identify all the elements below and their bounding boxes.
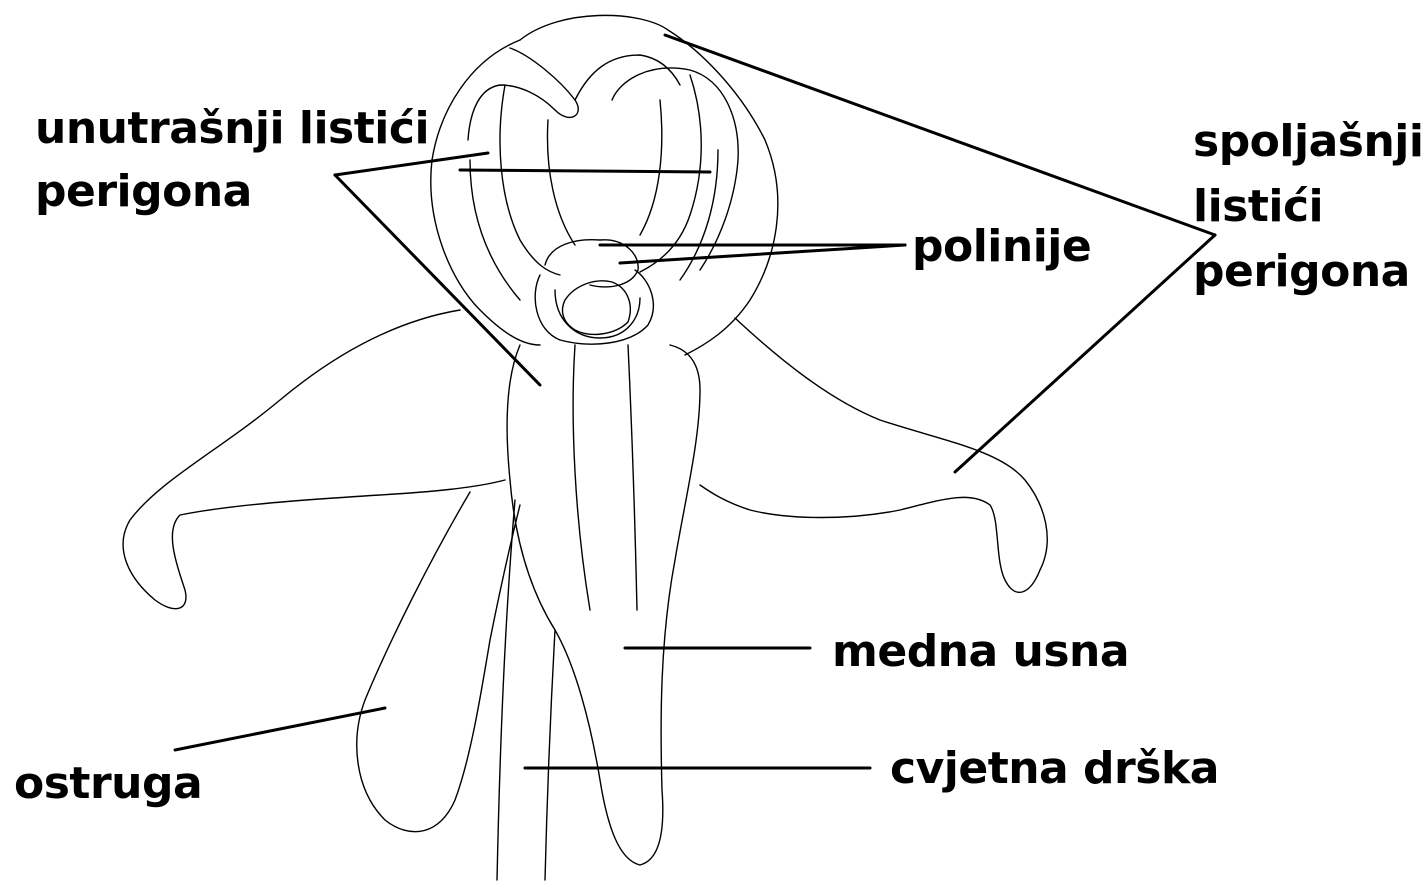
leader-inner-tepals-lower xyxy=(335,175,540,385)
label-outer-tepals-line1: spoljašnji xyxy=(1193,113,1423,171)
label-inner-tepals-line1: unutrašnji listići xyxy=(35,100,429,158)
label-lip: medna usna xyxy=(832,623,1129,681)
label-pedicel: cvjetna drška xyxy=(890,740,1219,798)
spur-outline xyxy=(357,492,520,832)
hood-rim-middle xyxy=(575,55,680,100)
label-spur: ostruga xyxy=(14,755,202,813)
label-pollinia: polinije xyxy=(912,218,1091,276)
label-outer-tepals-line3: perigona xyxy=(1193,243,1410,301)
leader-pollinia-2 xyxy=(620,245,905,263)
label-inner-tepals-line2: perigona xyxy=(35,163,252,221)
leader-outer-tepals-upper xyxy=(665,35,1215,235)
pedicel-left xyxy=(497,500,515,880)
dorsal-sepal xyxy=(520,15,778,355)
petal-right-vein xyxy=(640,100,662,235)
stigma xyxy=(562,281,630,335)
petal-left-vein-2 xyxy=(470,160,520,300)
label-outer-tepals-line2: listići xyxy=(1193,178,1323,236)
leader-inner-tepals-mid xyxy=(460,170,710,172)
labellum-vein-1 xyxy=(573,345,590,610)
petal-right-vein-2 xyxy=(680,150,718,280)
pedicel-right xyxy=(545,630,555,880)
leader-spur xyxy=(175,708,385,750)
petal-left-vein xyxy=(547,120,575,245)
labellum xyxy=(507,345,700,865)
labellum-vein-2 xyxy=(628,345,637,610)
hood-rim-right xyxy=(612,68,738,270)
lateral-sepal-left xyxy=(123,310,505,609)
lateral-sepal-right xyxy=(700,318,1047,592)
dorsal-sepal-inner-edge xyxy=(431,40,540,345)
petal-right xyxy=(640,75,701,272)
